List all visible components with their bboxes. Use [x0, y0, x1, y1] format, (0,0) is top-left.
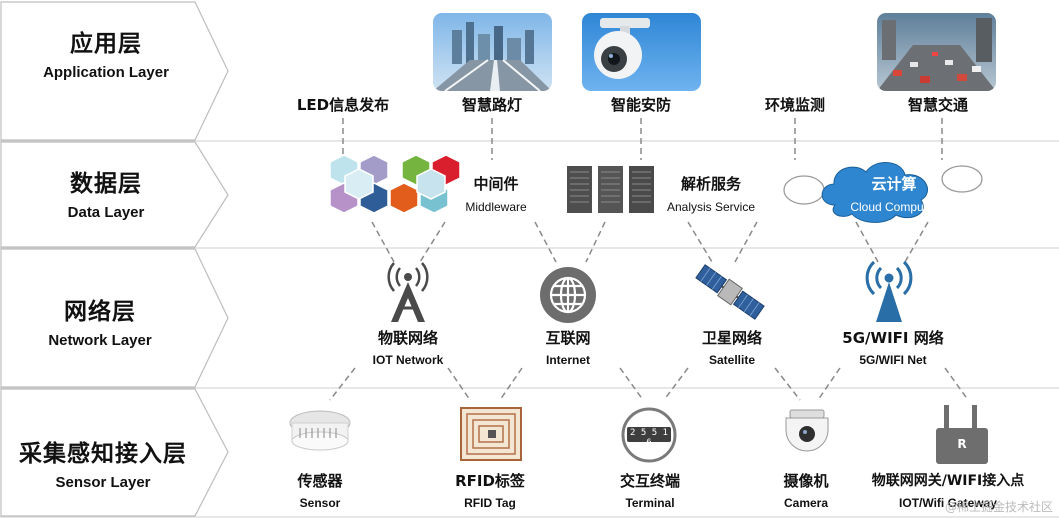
sensor-label-terminal: 交互终端 — [619, 472, 681, 490]
layer-title-zh: 采集感知接入层 — [19, 441, 187, 467]
sensor-sublabel-rfid: RFID Tag — [464, 496, 516, 510]
app-label-security: 智能安防 — [610, 96, 672, 114]
sensor-label-camera: 摄像机 — [783, 472, 829, 490]
app-label-led: LED信息发布 — [296, 96, 390, 114]
layer-title-en: Sensor Layer — [55, 474, 151, 491]
network-sublabel-iot: IOT Network — [372, 353, 444, 367]
sensor-label-gateway: 物联网网关/WIFI接入点 — [871, 473, 1025, 489]
server-rack-icon — [567, 166, 654, 213]
satellite-icon — [695, 264, 765, 320]
network-label-5g-wifi: 5G/WIFI 网络 — [842, 329, 944, 347]
network-sublabel-5g-wifi: 5G/WIFI Net — [859, 353, 927, 367]
sensor-sublabel-sensor: Sensor — [299, 496, 341, 510]
hexagon-cluster-icon — [329, 154, 461, 214]
layer-title-en: Network Layer — [48, 332, 152, 349]
app-label-traffic: 智慧交通 — [907, 96, 969, 114]
analysis-sublabel: Analysis Service — [666, 200, 756, 214]
network-label-internet: 互联网 — [545, 329, 591, 347]
terminal-icon — [621, 407, 677, 463]
dome-camera-icon — [785, 409, 829, 452]
globe-icon — [540, 267, 596, 323]
middleware-label: 中间件 — [473, 175, 519, 193]
router-letter: R — [957, 437, 967, 451]
smoke-sensor-icon — [289, 410, 351, 451]
app-label-environment: 环境监测 — [764, 96, 826, 114]
connectors — [329, 118, 969, 401]
band-separators — [0, 140, 1059, 518]
layer-header-data: 数据层 Data Layer — [0, 164, 212, 221]
layer-header-network: 网络层 Network Layer — [0, 292, 200, 349]
watermark: @稀土掘金技术社区 — [944, 500, 1053, 514]
sensor-sublabel-gateway: IOT/Wifi Gateway — [899, 496, 997, 510]
middleware-sublabel: Middleware — [465, 200, 527, 214]
rfid-tag-icon — [460, 407, 522, 461]
network-label-iot: 物联网络 — [377, 329, 439, 347]
layer-title-zh: 数据层 — [70, 171, 142, 197]
sensor-sublabel-terminal: Terminal — [625, 496, 675, 510]
analysis-label: 解析服务 — [680, 175, 742, 193]
security-camera-photo — [582, 13, 701, 91]
router-icon — [936, 405, 988, 464]
sensor-label-sensor: 传感器 — [297, 472, 343, 490]
layer-title-zh: 网络层 — [64, 299, 136, 325]
cloud-sublabel: Cloud Computer — [850, 200, 938, 214]
layer-header-sensor: 采集感知接入层 Sensor Layer — [0, 434, 206, 491]
street-light-photo — [433, 13, 552, 91]
network-sublabel-internet: Internet — [545, 353, 591, 367]
layer-title-zh: 应用层 — [70, 31, 142, 57]
traffic-photo — [877, 13, 996, 91]
cloud-label: 云计算 — [871, 175, 917, 193]
wifi-antenna-icon — [865, 260, 913, 322]
terminal-display-digits: 2 5 5 1 6 — [630, 428, 668, 448]
app-label-street-light: 智慧路灯 — [461, 96, 523, 114]
network-sublabel-satellite: Satellite — [708, 353, 756, 367]
layer-title-en: Data Layer — [67, 204, 145, 221]
iot-tower-icon — [387, 262, 429, 322]
cloud-icon — [783, 162, 983, 223]
layer-header-application: 应用层 Application Layer — [0, 24, 212, 81]
sensor-sublabel-camera: Camera — [783, 496, 829, 510]
layer-title-en: Application Layer — [43, 64, 169, 81]
layer-chevrons — [0, 1, 229, 517]
network-label-satellite: 卫星网络 — [701, 329, 763, 347]
sensor-label-rfid: RFID标签 — [455, 472, 525, 490]
